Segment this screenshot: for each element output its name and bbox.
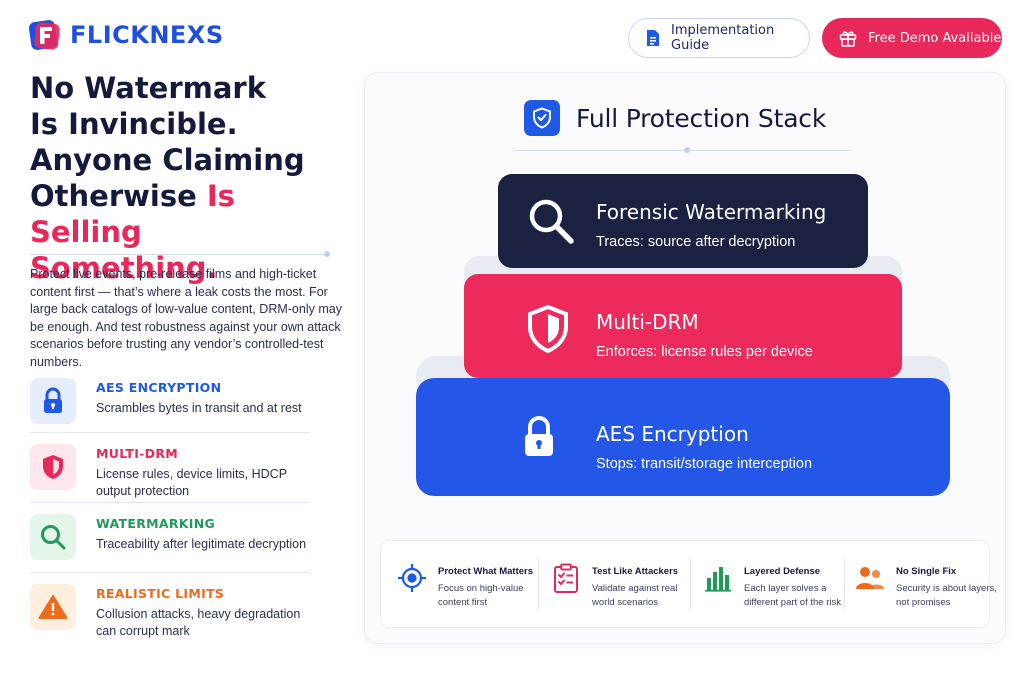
feature-multi-drm: MULTI-DRM License rules, device limits, …: [30, 440, 310, 500]
layer-description: Stops: transit/storage interception: [596, 456, 813, 472]
page-headline: No Watermark Is Invincible. Anyone Claim…: [30, 70, 350, 286]
stack-header: Full Protection Stack: [524, 100, 826, 136]
document-icon: [647, 30, 659, 46]
implementation-guide-label: Implementation Guide: [671, 23, 775, 53]
target-icon: [396, 562, 428, 594]
layer-name: AES Encryption: [596, 422, 749, 446]
principle-description: Focus on high-value content first: [438, 583, 524, 608]
strip-divider: [538, 558, 539, 610]
feature-description: License rules, device limits, HDCP outpu…: [96, 467, 287, 498]
feature-title: REALISTIC LIMITS: [96, 586, 225, 601]
intro-paragraph: Protect live events, pre-release films a…: [30, 267, 342, 369]
feature-divider: [30, 572, 310, 573]
layer-name: Multi-DRM: [596, 310, 699, 334]
bar-chart-icon: [702, 562, 734, 594]
headline-highlight: Is Selling: [30, 179, 235, 249]
magnifier-icon: [30, 514, 76, 560]
divider-dot: [324, 251, 330, 257]
principles-strip: [380, 540, 990, 628]
principle-description: Security is about layers, not promises: [896, 583, 997, 608]
shield-icon: [528, 304, 568, 354]
magnifier-icon: [529, 199, 574, 244]
principle-title: No Single Fix: [896, 566, 957, 577]
feature-realistic-limits: REALISTIC LIMITS Collusion attacks, heav…: [30, 580, 310, 640]
feature-description: Traceability after legitimate decryption: [96, 537, 307, 551]
warning-icon: [30, 584, 76, 630]
layer-multi-drm: Multi-DRM Enforces: license rules per de…: [464, 274, 902, 378]
feature-watermarking: WATERMARKING Traceability after legitima…: [30, 510, 310, 570]
divider: [30, 254, 326, 255]
layer-name: Forensic Watermarking: [596, 200, 827, 224]
headline-line: Otherwise Is Selling: [30, 178, 350, 250]
layer-aes-encryption: AES Encryption Stops: transit/storage in…: [416, 378, 950, 496]
principle-description: Validate against real world scenarios: [592, 583, 678, 608]
principle-title: Test Like Attackers: [592, 566, 679, 577]
headline-line: Anyone Claiming: [30, 143, 305, 177]
lock-icon: [30, 378, 76, 424]
free-demo-label: Free Demo Available: [868, 30, 1002, 46]
shield-check-icon: [524, 100, 560, 136]
shield-icon: [30, 444, 76, 490]
headline-line: Is Invincible.: [30, 107, 238, 141]
strip-divider: [844, 558, 845, 610]
strip-divider: [690, 558, 691, 610]
gift-icon: [839, 31, 857, 47]
principle-title: Protect What Matters: [438, 566, 534, 577]
feature-title: WATERMARKING: [96, 516, 216, 531]
feature-description: Collusion attacks, heavy degradation can…: [96, 607, 301, 638]
layer-description: Traces: source after decryption: [596, 234, 796, 250]
headline-text: Otherwise: [30, 179, 207, 213]
people-icon: [854, 562, 886, 594]
stack-title: Full Protection Stack: [576, 103, 827, 133]
lock-icon: [525, 416, 553, 456]
implementation-guide-button[interactable]: Implementation Guide: [628, 18, 810, 58]
principle-description: Each layer solves a different part of th…: [744, 583, 841, 608]
feature-description: Scrambles bytes in transit and at rest: [96, 401, 302, 415]
brand-name: FLICKNEXS: [70, 21, 224, 49]
layer-description: Enforces: license rules per device: [596, 344, 813, 360]
brand-logo[interactable]: FLICKNEXS: [28, 18, 224, 52]
principle-title: Layered Defense: [744, 566, 821, 577]
layer-forensic-watermarking: Forensic Watermarking Traces: source aft…: [498, 174, 868, 268]
feature-divider: [30, 502, 310, 503]
divider: [514, 150, 852, 151]
headline-highlight: Something.: [30, 251, 218, 285]
divider-dot: [684, 147, 690, 153]
feature-title: AES ENCRYPTION: [96, 380, 222, 395]
feature-divider: [30, 432, 310, 433]
free-demo-button[interactable]: Free Demo Available: [822, 18, 1002, 58]
logo-icon: [28, 20, 60, 50]
checklist-icon: [550, 562, 582, 594]
feature-title: MULTI-DRM: [96, 446, 178, 461]
headline-line: No Watermark: [30, 71, 267, 105]
feature-aes-encryption: AES ENCRYPTION Scrambles bytes in transi…: [30, 374, 310, 434]
